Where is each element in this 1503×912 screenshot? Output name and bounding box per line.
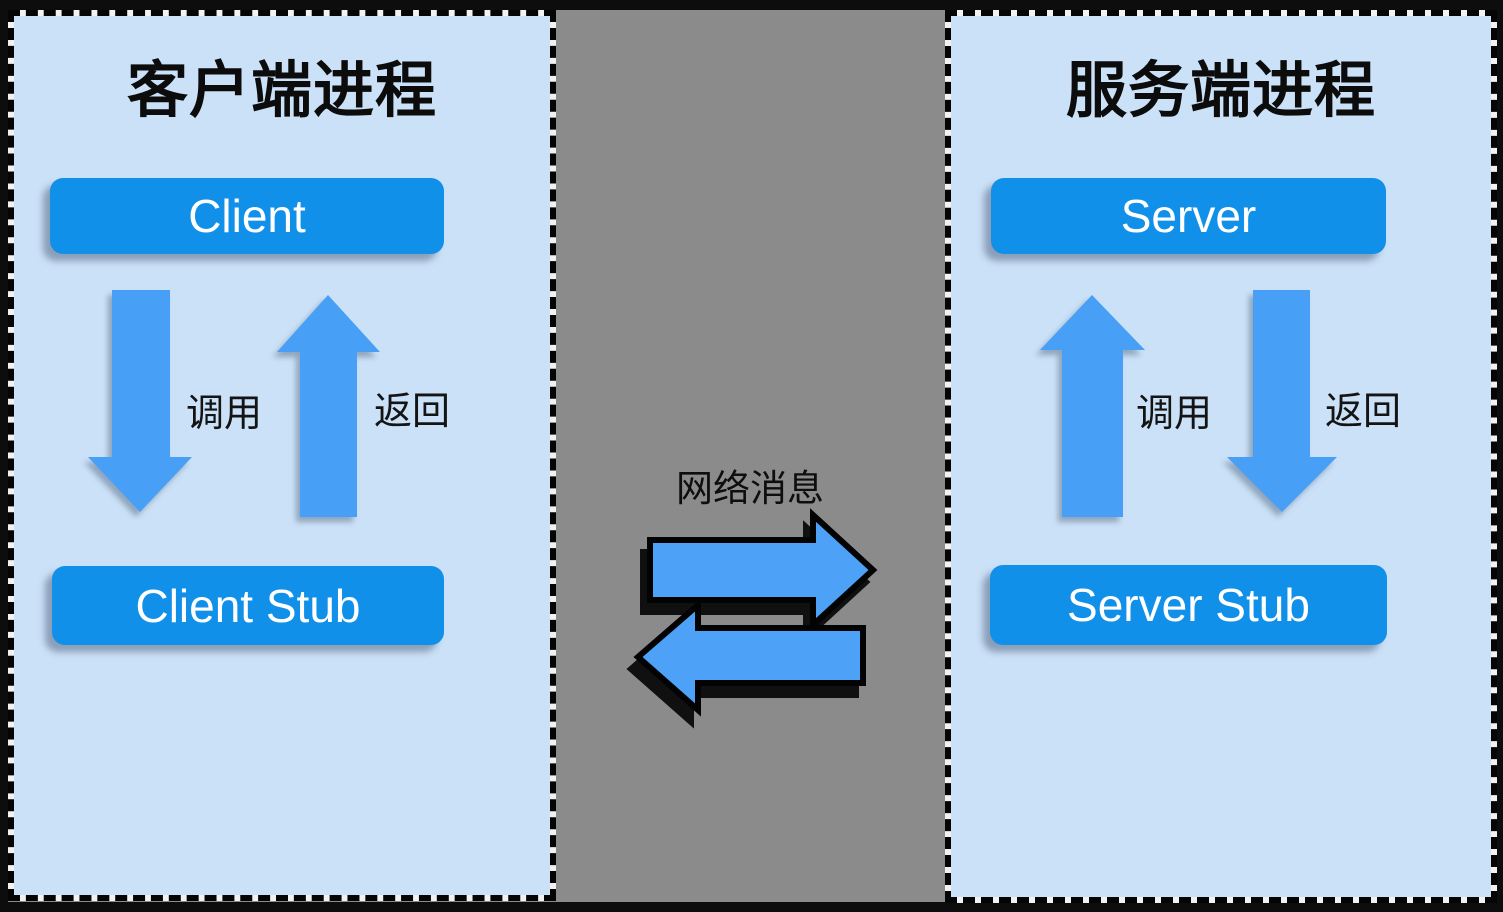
server-stub-box: Server Stub	[990, 565, 1387, 645]
client-stub-box-label: Client Stub	[135, 579, 361, 632]
client-return-label: 返回	[374, 391, 451, 433]
server-process-title: 服务端进程	[1065, 56, 1376, 124]
network-message-label: 网络消息	[676, 468, 824, 509]
server-process-panel	[945, 10, 1497, 903]
client-process-panel-border	[8, 10, 556, 901]
server-box-label: Server	[1120, 190, 1257, 242]
client-process-panel	[8, 10, 556, 901]
client-call-label: 调用	[186, 393, 263, 435]
client-box: Client	[50, 178, 444, 254]
server-call-label: 调用	[1136, 393, 1213, 435]
client-stub-box: Client Stub	[52, 566, 444, 645]
server-return-label: 返回	[1325, 391, 1402, 433]
server-process-panel-border	[945, 10, 1497, 903]
server-stub-box-label: Server Stub	[1067, 579, 1310, 631]
client-box-label: Client	[188, 190, 306, 242]
client-process-title: 客户端进程	[126, 56, 437, 124]
server-box: Server	[991, 178, 1386, 254]
